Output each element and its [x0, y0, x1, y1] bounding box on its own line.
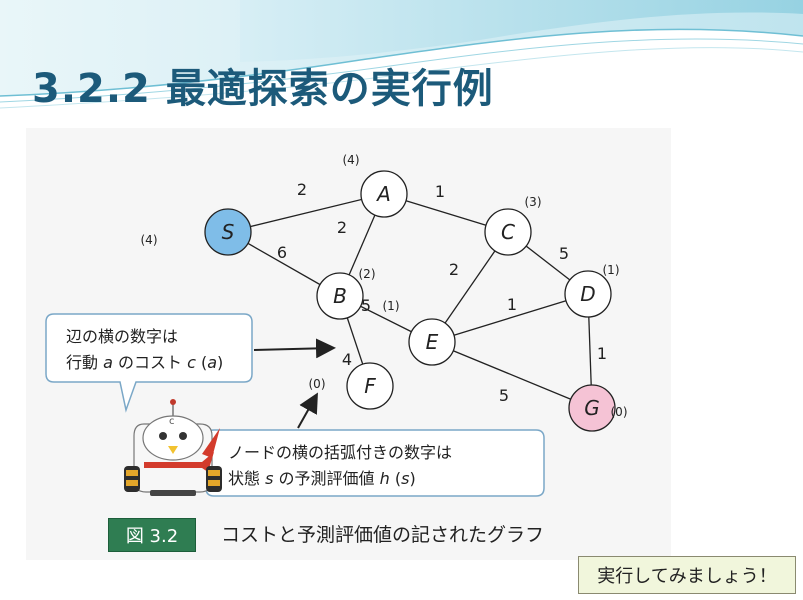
node-heuristic-s: (4)	[141, 233, 158, 247]
node-circle-s	[204, 208, 252, 256]
edge-e-d	[431, 293, 589, 343]
heuristic-callout-arg: s	[401, 469, 409, 488]
edge-callout-arrow	[253, 338, 336, 359]
edge-s-a	[227, 193, 385, 233]
node-d: D (1)	[564, 263, 620, 318]
heuristic-callout-line2: 状態 s の予測評価値 h (s)	[228, 469, 416, 488]
nodes-layer: S (4) A (4) B (2) C (3) D (1) E (1) F (0) G (0)	[141, 153, 628, 432]
edge-cost-label-s-a: 2	[297, 180, 307, 199]
figure-caption: コストと予測評価値の記されたグラフ	[221, 524, 545, 546]
heuristic-callout-arrow	[297, 392, 318, 429]
heuristic-callout-line1: ノードの横の括弧付きの数字は	[228, 443, 452, 462]
node-heuristic-c: (3)	[525, 195, 542, 209]
edge-cost-label-c-d: 5	[559, 244, 569, 263]
header-wave-banner	[0, 0, 803, 120]
figure-panel: 2 6 2 1 5 4 2 5 1 5 1 S (4) A (4) B (2) C (3) D (1) E (1) F (0)…	[26, 128, 671, 560]
wave-decoration	[0, 0, 803, 109]
edge-cost-label-d-g: 1	[597, 344, 607, 363]
heuristic-callout-fn: h	[380, 469, 390, 488]
node-heuristic-e: (1)	[383, 299, 400, 313]
node-circle-d	[564, 270, 612, 318]
node-circle-a	[360, 170, 408, 218]
edge-e-g	[431, 341, 593, 409]
heuristic-callout-mid: の予測評価値	[273, 469, 379, 488]
edge-callout-fn: c	[187, 353, 196, 372]
node-label-b: B	[333, 284, 347, 308]
edge-callout-mid: のコスト	[113, 353, 187, 372]
node-g: G (0)	[568, 384, 628, 432]
edge-callout-pre: 行動	[66, 353, 103, 372]
edge-cost-label-c-e: 2	[449, 260, 459, 279]
node-circle-f	[346, 362, 394, 410]
node-f: F (0)	[309, 362, 394, 410]
edge-callout-var: a	[103, 353, 113, 372]
node-circle-c	[484, 208, 532, 256]
node-b: B (2)	[316, 267, 376, 320]
node-label-c: C	[501, 220, 515, 244]
edges-layer: 2 6 2 1 5 4 2 5 1 5 1	[227, 180, 607, 409]
node-e: E (1)	[383, 299, 456, 366]
node-heuristic-g: (0)	[611, 405, 628, 419]
edge-callout-open: (	[196, 353, 207, 372]
node-label-d: D	[580, 282, 595, 306]
edge-cost-label-b-f: 4	[342, 350, 352, 369]
edge-cost-label-a-c: 1	[435, 182, 445, 201]
edge-cost-label-e-g: 5	[499, 386, 509, 405]
edge-callout-line2: 行動 a のコスト c (a)	[66, 353, 223, 372]
figure-number-badge: 図 3.2	[108, 518, 196, 552]
mascot-robot-icon: c	[124, 399, 222, 496]
edge-cost-label-s-b: 6	[277, 243, 287, 262]
search-graph: 2 6 2 1 5 4 2 5 1 5 1 S (4) A (4) B (2) C (3) D (1) E (1) F (0)…	[45, 153, 628, 497]
node-c: C (3)	[484, 195, 542, 256]
node-circle-e	[408, 318, 456, 366]
node-label-g: G	[584, 396, 600, 420]
node-heuristic-d: (1)	[603, 263, 620, 277]
edge-cost-label-e-d: 1	[507, 295, 517, 314]
heuristic-callout-close: )	[409, 469, 415, 488]
heuristic-callout-var: s	[265, 469, 273, 488]
node-label-e: E	[426, 330, 439, 354]
node-s: S (4)	[141, 208, 252, 256]
edge-cost-callout: 辺の横の数字は 行動 a のコスト c (a)	[45, 313, 336, 413]
edge-callout-close: )	[217, 353, 223, 372]
node-a: A (4)	[343, 153, 408, 218]
node-heuristic-b: (2)	[359, 267, 376, 281]
node-heuristic-f: (0)	[309, 377, 326, 391]
node-circle-g	[568, 384, 616, 432]
node-label-f: F	[364, 374, 376, 398]
edge-cost-label-b-e: 5	[361, 296, 371, 315]
heuristic-callout-bubble	[183, 429, 545, 497]
heuristic-callout: ノードの横の括弧付きの数字は 状態 s の予測評価値 h (s)	[183, 392, 545, 497]
slide-title: 3.2.2 最適探索の実行例	[32, 66, 494, 112]
svg-text:c: c	[169, 416, 175, 427]
edge-callout-bubble	[45, 313, 253, 413]
run-demo-button[interactable]: 実行してみましょう！	[578, 556, 796, 594]
node-circle-b	[316, 272, 364, 320]
edge-callout-line1: 辺の横の数字は	[66, 327, 178, 346]
heuristic-callout-pre: 状態	[228, 469, 265, 488]
node-heuristic-a: (4)	[343, 153, 360, 167]
edge-cost-label-a-b: 2	[337, 218, 347, 237]
node-label-s: S	[222, 220, 235, 244]
edge-callout-arg: a	[207, 353, 217, 372]
heuristic-callout-open: (	[390, 469, 401, 488]
node-label-a: A	[375, 182, 391, 206]
